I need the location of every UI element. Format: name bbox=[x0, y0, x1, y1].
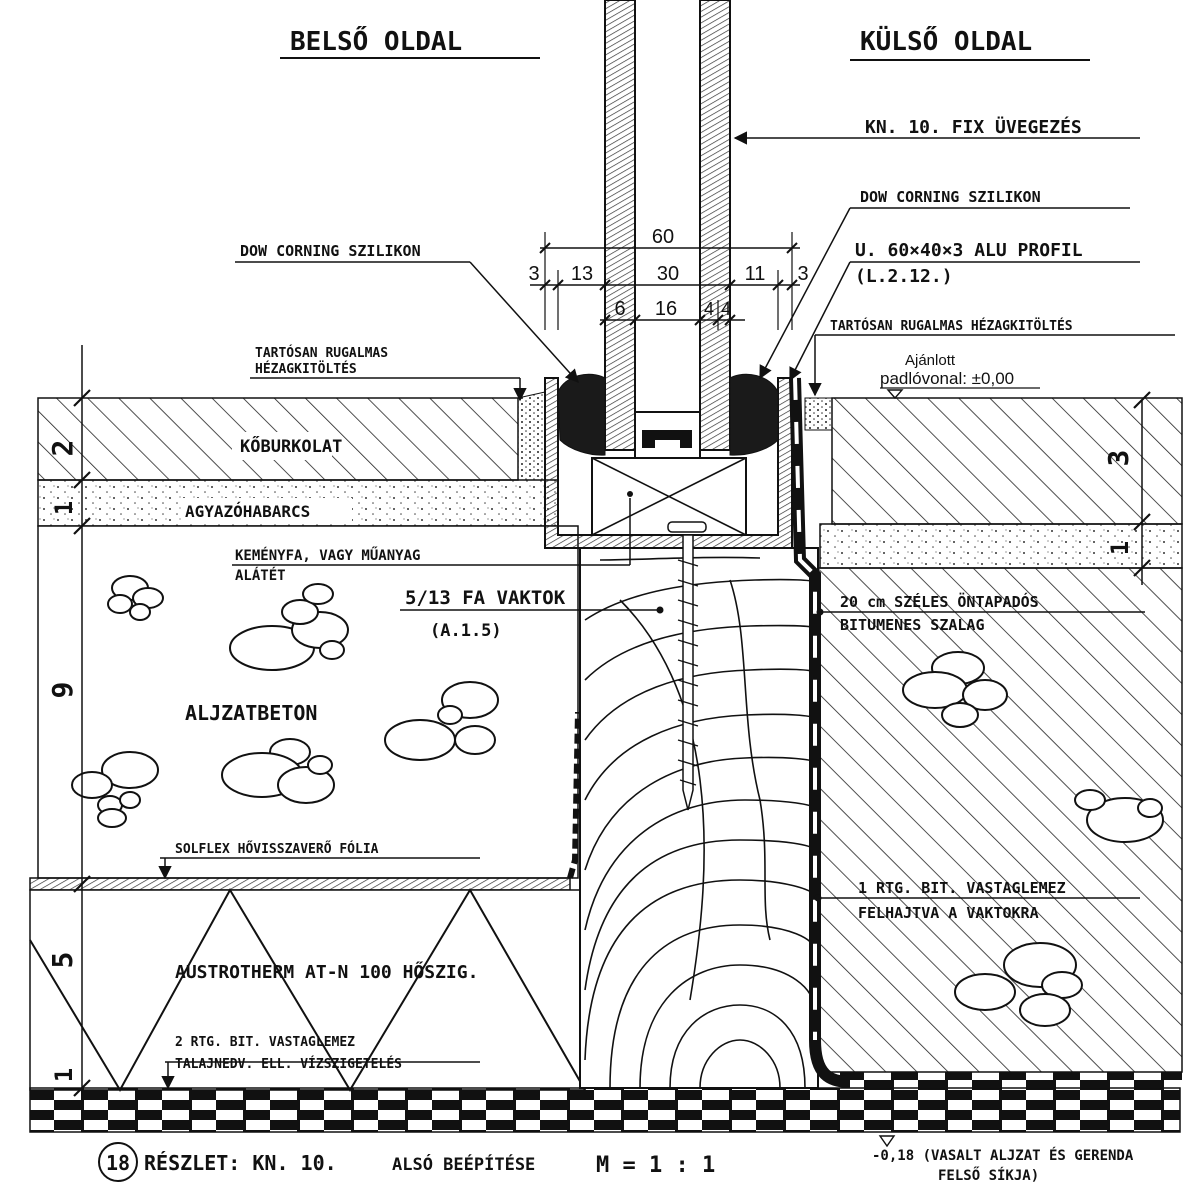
dim-seg-13: 13 bbox=[571, 263, 593, 285]
waterproofing-bottom-layer bbox=[29, 1087, 1181, 1133]
level-note-line1: -0,18 (VASALT ALJZAT ÉS GERENDA bbox=[872, 1147, 1134, 1164]
callout-bitumen-tape: 20 cm SZÉLES ÖNTAPADÓS BITUMENES SZALAG bbox=[816, 592, 1145, 634]
callout-foil: SOLFLEX HŐVISSZAVERŐ FÓLIA bbox=[158, 841, 480, 880]
callout-waterproofing: 2 RTG. BIT. VASTAGLEMEZ TALAJNEDV. ELL. … bbox=[161, 1035, 480, 1090]
floor-level-marker: Ajánlott padlóvonal: ±0,00 bbox=[880, 352, 1040, 400]
dim-layer-5: 5 bbox=[46, 952, 79, 969]
glass-spacer bbox=[634, 411, 701, 459]
footer-level-note: -0,18 (VASALT ALJZAT ÉS GERENDA FELSŐ SÍ… bbox=[872, 1135, 1134, 1184]
callout-alu-profile: U. 60×40×3 ALU PROFIL (L.2.12.) bbox=[789, 240, 1140, 382]
floor-line-label-2: padlóvonal: ±0,00 bbox=[880, 369, 1014, 388]
callout-bitumen-sheet: 1 RTG. BIT. VASTAGLEMEZ FELHAJTVA A VAKT… bbox=[814, 879, 1140, 922]
stone-tiling-layer bbox=[37, 397, 519, 481]
label-screed: ALJZATBETON bbox=[185, 701, 317, 725]
callout-joint-filler-right: TARTÓSAN RUGALMAS HÉZAGKITÖLTÉS bbox=[808, 318, 1175, 397]
callout-waterproof-line2: TALAJNEDV. ELL. VÍZSZIGETELÉS bbox=[175, 1056, 402, 1072]
dim-seg-6: 6 bbox=[614, 298, 625, 320]
dim-seg-16: 16 bbox=[655, 298, 677, 320]
hardwood-pad bbox=[591, 457, 747, 536]
dim-layer-3-right: 3 bbox=[1102, 450, 1135, 467]
callout-bitumen-sheet-line1: 1 RTG. BIT. VASTAGLEMEZ bbox=[858, 879, 1066, 897]
glass-pane-right bbox=[699, 0, 731, 451]
heading-inner-side: BELSŐ OLDAL bbox=[280, 25, 540, 59]
callout-bitumen-tape-line2: BITUMENES SZALAG bbox=[840, 616, 985, 634]
callout-bitumen-sheet-line2: FELHAJTVA A VAKTOKRA bbox=[858, 904, 1039, 922]
detail-scale: M = 1 : 1 bbox=[596, 1153, 715, 1178]
dim-gap-left: 3 bbox=[528, 263, 539, 285]
heading-outer-side: KÜLSŐ OLDAL bbox=[850, 24, 1090, 61]
callout-joint-filler-left-line2: HÉZAGKITÖLTÉS bbox=[255, 361, 357, 377]
label-adhesive: AGYAZÓHABARCS bbox=[185, 502, 310, 521]
footer-title-block: 18 RÉSZLET: KN. 10. ALSÓ BEÉPÍTÉSE M = 1… bbox=[98, 1142, 715, 1182]
callout-silicone-left: DOW CORNING SZILIKON bbox=[235, 242, 579, 384]
dimension-chain-top: 60 3 13 30 11 3 6 16 4 4 bbox=[528, 226, 809, 330]
callout-waterproof-line1: 2 RTG. BIT. VASTAGLEMEZ bbox=[175, 1035, 355, 1050]
detail-subtitle: ALSÓ BEÉPÍTÉSE bbox=[392, 1153, 535, 1175]
dim-total-width: 60 bbox=[652, 226, 674, 248]
callout-silicone-right: DOW CORNING SZILIKON bbox=[759, 188, 1130, 380]
dim-seg-11: 11 bbox=[745, 263, 766, 285]
silicone-seal-right bbox=[729, 373, 779, 456]
callout-timber-frame-text: 5/13 FA VAKTOK bbox=[405, 587, 566, 609]
joint-filler-right bbox=[804, 397, 833, 431]
bitumen-tape-vertical bbox=[789, 377, 851, 1088]
dimension-chain-left: 2 1 9 5 1 bbox=[46, 345, 91, 1100]
dim-gap-right: 3 bbox=[797, 263, 808, 285]
right-concrete-block bbox=[817, 567, 1183, 1088]
joint-filler-left bbox=[517, 391, 546, 481]
right-stone-tiling bbox=[831, 397, 1183, 525]
callout-hardwood-pad-line2: ALÁTÉT bbox=[235, 567, 286, 584]
screw bbox=[677, 534, 699, 811]
dim-layer-1-bottom: 1 bbox=[50, 1068, 78, 1082]
callout-silicone-right-text: DOW CORNING SZILIKON bbox=[860, 188, 1041, 206]
dim-seg-4b: 4 bbox=[721, 299, 731, 319]
floor-line-label-1: Ajánlott bbox=[905, 352, 956, 369]
callout-hardwood-pad: KEMÉNYFA, VAGY MŰANYAG ALÁTÉT bbox=[232, 498, 631, 584]
aggregate-stones-left bbox=[71, 575, 499, 828]
dim-layer-2: 2 bbox=[46, 440, 79, 457]
dim-layer-1-left: 1 bbox=[50, 501, 78, 515]
callout-timber-frame-ref: (A.1.5) bbox=[430, 621, 502, 641]
callout-joint-filler-left-line1: TARTÓSAN RUGALMAS bbox=[255, 345, 388, 361]
label-insulation: AUSTROTHERM AT-N 100 HŐSZIG. bbox=[175, 961, 478, 983]
callout-alu-profile-text: U. 60×40×3 ALU PROFIL bbox=[855, 240, 1083, 261]
dim-layer-1-right: 1 bbox=[1106, 541, 1134, 555]
detail-number: 18 bbox=[106, 1151, 130, 1175]
dim-seg-30: 30 bbox=[657, 263, 679, 285]
callout-glazing: KN. 10. FIX ÜVEGEZÉS bbox=[733, 116, 1140, 145]
callout-timber-frame: 5/13 FA VAKTOK (A.1.5) bbox=[400, 587, 664, 641]
dimension-chain-right: 3 1 bbox=[1102, 391, 1151, 585]
callout-bitumen-tape-line1: 20 cm SZÉLES ÖNTAPADÓS bbox=[840, 592, 1039, 611]
callout-glazing-text: KN. 10. FIX ÜVEGEZÉS bbox=[865, 116, 1082, 138]
callout-alu-profile-ref: (L.2.12.) bbox=[855, 266, 953, 287]
silicone-seal-left bbox=[557, 373, 606, 456]
detail-title: RÉSZLET: KN. 10. bbox=[144, 1151, 337, 1175]
callout-joint-filler-right-text: TARTÓSAN RUGALMAS HÉZAGKITÖLTÉS bbox=[830, 318, 1073, 334]
timber-frame-block bbox=[579, 547, 819, 1089]
callout-joint-filler-left: TARTÓSAN RUGALMAS HÉZAGKITÖLTÉS bbox=[250, 345, 527, 402]
dim-seg-4: 4 bbox=[704, 299, 714, 319]
heading-inner-side-text: BELSŐ OLDAL bbox=[290, 25, 462, 57]
level-note-line2: FELSŐ SÍKJA) bbox=[938, 1166, 1039, 1184]
label-stone-tiling: KŐBURKOLAT bbox=[240, 435, 342, 457]
callout-foil-text: SOLFLEX HŐVISSZAVERŐ FÓLIA bbox=[175, 841, 379, 857]
glass-pane-left bbox=[604, 0, 636, 451]
heading-outer-side-text: KÜLSŐ OLDAL bbox=[860, 24, 1032, 57]
dim-layer-9: 9 bbox=[46, 682, 79, 699]
callout-hardwood-pad-line1: KEMÉNYFA, VAGY MŰANYAG bbox=[235, 546, 420, 564]
callout-silicone-left-text: DOW CORNING SZILIKON bbox=[240, 242, 421, 260]
alu-u-profile bbox=[544, 377, 793, 549]
screed-layer bbox=[37, 525, 579, 879]
